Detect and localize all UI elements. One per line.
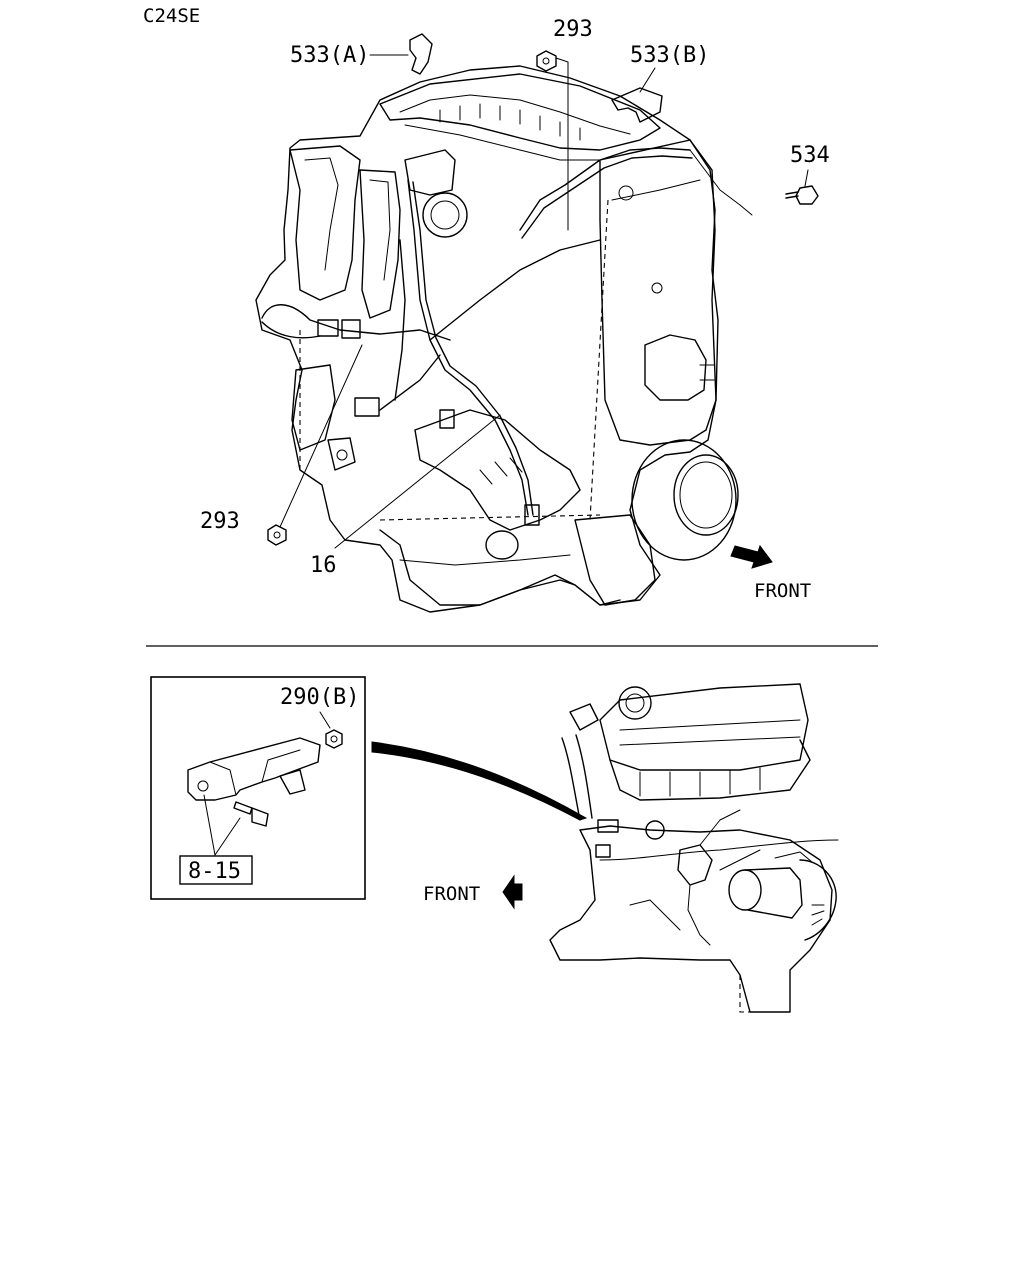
nut-upper-part xyxy=(536,50,557,72)
bracket-location xyxy=(597,819,619,833)
front-direction-bottom: FRONT xyxy=(423,874,523,910)
bolt-detail-part xyxy=(251,807,269,827)
engine-code-label: C24SE xyxy=(143,5,200,27)
front-label-top: FRONT xyxy=(754,580,811,602)
callout-nut-upper-label: 293 xyxy=(553,17,593,42)
callout-clip-b-label: 533(B) xyxy=(630,43,709,68)
front-label-bottom: FRONT xyxy=(423,883,480,905)
front-arrow-icon xyxy=(730,544,773,569)
callout-nut-detail-label: 290(B) xyxy=(280,685,359,710)
callout-bolt: 534 xyxy=(785,143,830,205)
callout-nut-lower: 293 xyxy=(200,344,363,546)
nut-lower-part xyxy=(267,524,287,546)
callout-nut-lower-label: 293 xyxy=(200,509,240,534)
detail-pointer-swoosh xyxy=(371,741,588,821)
callout-clip-a-label: 533(A) xyxy=(290,43,369,68)
detail-inset-frame xyxy=(150,676,366,900)
callout-harness-label: 16 xyxy=(310,553,337,578)
callout-clip-a: 533(A) xyxy=(290,33,433,75)
callout-harness: 16 xyxy=(310,414,501,578)
callout-nut-upper: 293 xyxy=(536,17,593,231)
engine-illustration-bottom xyxy=(549,683,839,1013)
detail-inset: 290(B) 8-15 xyxy=(150,676,366,900)
bolt-part xyxy=(795,185,819,205)
engine-illustration-top xyxy=(255,65,753,613)
clip-a-part xyxy=(409,33,433,75)
front-direction-top: FRONT xyxy=(730,544,811,602)
callout-clip-b: 533(B) xyxy=(611,43,709,123)
callout-bolt-label: 534 xyxy=(790,143,830,168)
front-arrow-left-icon xyxy=(502,874,523,910)
ref-box-label: 8-15 xyxy=(188,859,241,884)
nut-detail-part xyxy=(325,729,343,749)
clip-b-part xyxy=(611,87,663,123)
ref-box xyxy=(179,855,253,885)
